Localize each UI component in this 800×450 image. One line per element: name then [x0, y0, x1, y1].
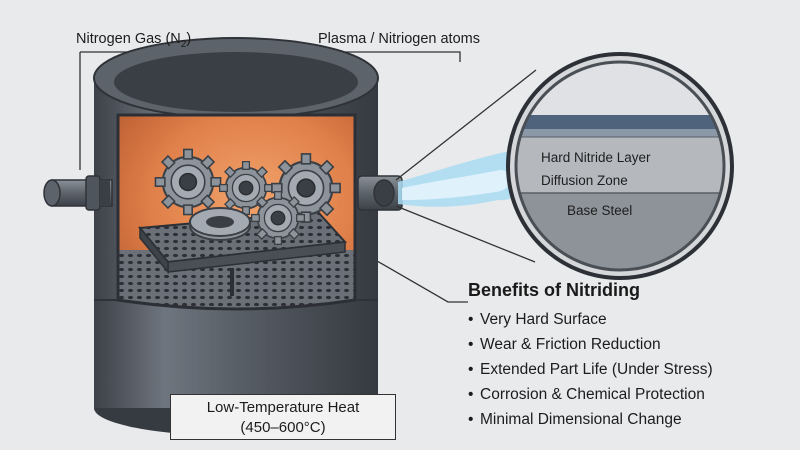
layer-label-base-steel: Base Steel	[567, 203, 633, 218]
benefits-title: Benefits of Nitriding	[468, 280, 640, 300]
bullet-icon: •	[468, 311, 474, 328]
heat-label-line2: (450–600°C)	[240, 419, 326, 436]
benefit-item: •Minimal Dimensional Change	[468, 407, 713, 432]
nitrogen-gas-label: Nitrogen Gas (N2)	[76, 31, 192, 50]
heat-label-line1: Low-Temperature Heat	[206, 399, 360, 416]
steel-parts	[154, 148, 342, 246]
layer-label-diffusion: Diffusion Zone	[541, 173, 628, 188]
benefit-item: •Wear & Friction Reduction	[468, 332, 713, 357]
benefit-item: •Extended Part Life (Under Stress)	[468, 357, 713, 382]
benefit-item: •Corrosion & Chemical Protection	[468, 382, 713, 407]
bullet-icon: •	[468, 411, 474, 428]
gas-outlet	[357, 151, 527, 211]
magnifier	[506, 52, 734, 280]
layer-label-nitride: Hard Nitride Layer	[541, 150, 651, 165]
bullet-icon: •	[468, 386, 474, 403]
bullet-icon: •	[468, 336, 474, 353]
benefits-panel: Benefits of Nitriding •Very Hard Surface…	[468, 280, 713, 432]
benefits-list: •Very Hard Surface •Wear & Friction Redu…	[468, 307, 713, 432]
bullet-icon: •	[468, 361, 474, 378]
plasma-label: Plasma / Nitriogen atoms	[318, 31, 480, 47]
benefit-item: •Very Hard Surface	[468, 307, 713, 332]
heat-label-box: Low-Temperature Heat (450–600°C)	[170, 394, 396, 440]
magnifier-lines	[395, 69, 537, 263]
gas-inlet-pipe	[43, 175, 113, 211]
